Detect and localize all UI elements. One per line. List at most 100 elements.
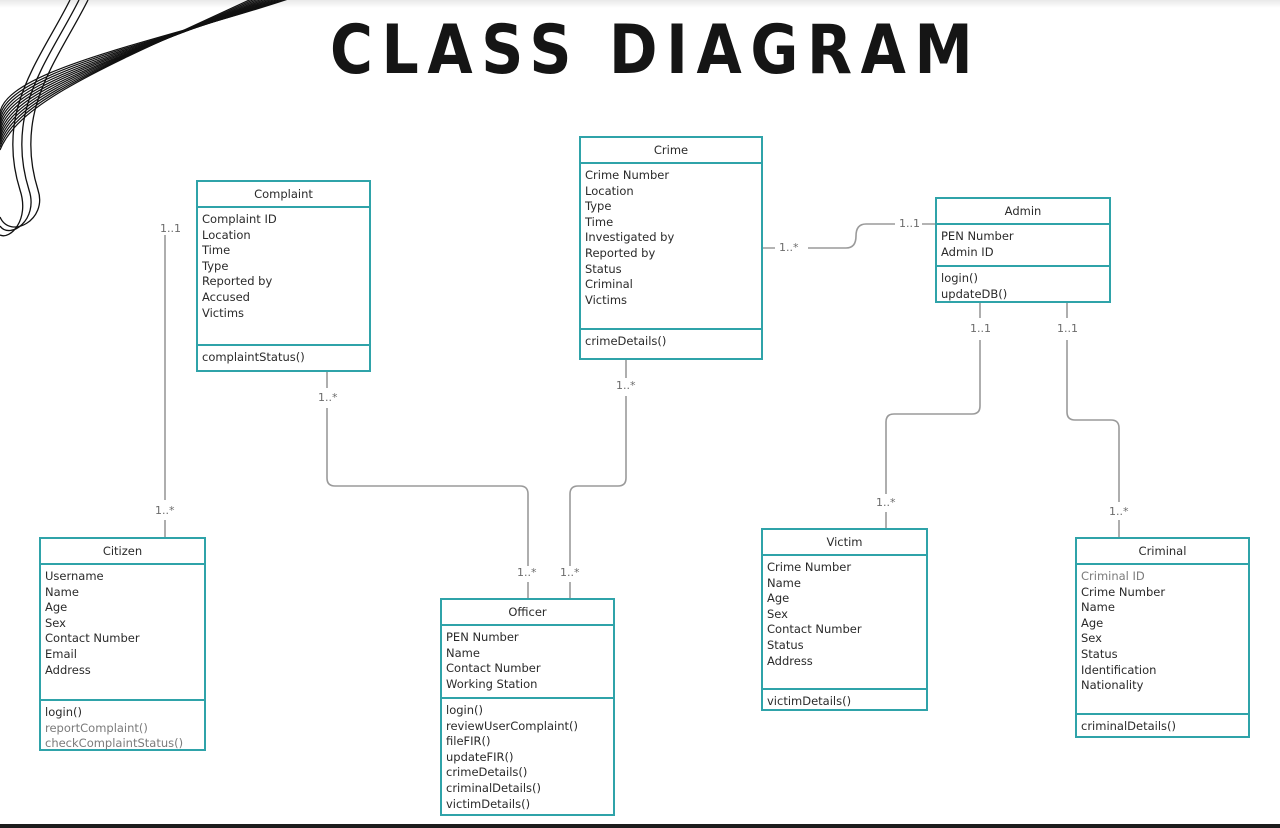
attribute: Location: [202, 227, 251, 242]
class-citizen: Citizen Username Name Age Sex Contact Nu…: [39, 537, 206, 751]
class-victim: Victim Crime Number Name Age Sex Contact…: [761, 528, 928, 711]
operation: updateDB(): [941, 286, 1008, 301]
class-attributes: PEN Number Admin ID: [937, 225, 1109, 265]
attribute: Time: [202, 243, 231, 258]
swirl-stroke: [0, 0, 268, 137]
association-complaint-officer: [326, 370, 529, 598]
multiplicity-label: 1..1: [968, 322, 993, 335]
class-attributes: Crime Number Location Type Time Investig…: [581, 164, 761, 328]
attribute: Name: [1081, 600, 1115, 615]
multiplicity-label: 1..1: [897, 217, 922, 230]
class-name: Officer: [442, 600, 613, 626]
attribute: PEN Number: [941, 229, 1014, 243]
class-attributes: Username Name Age Sex Contact Number Ema…: [41, 565, 204, 699]
attribute: Reported by: [585, 245, 656, 260]
class-operations: login() reportComplaint() checkComplaint…: [41, 699, 204, 752]
multiplicity-label: 1..*: [153, 504, 177, 517]
operation: victimDetails(): [446, 796, 531, 811]
attribute: Accused: [202, 289, 250, 304]
class-complaint: Complaint Complaint ID Location Time Typ…: [196, 180, 371, 372]
swirl-stroke: [0, 0, 255, 148]
attribute: Type: [202, 258, 229, 273]
class-name: Crime: [581, 138, 761, 164]
attribute: Crime Number: [767, 560, 852, 574]
class-name: Victim: [763, 530, 926, 556]
attribute: Sex: [45, 615, 66, 630]
attribute: Email: [45, 646, 77, 661]
attribute: Name: [45, 584, 79, 599]
class-operations: victimDetails(): [763, 688, 926, 710]
swirl-stroke: [0, 0, 258, 145]
operation: login(): [45, 705, 82, 719]
class-operations: crimeDetails(): [581, 328, 761, 350]
attribute: Identification: [1081, 662, 1157, 677]
attribute: Location: [585, 183, 634, 198]
swirl-stroke: [0, 0, 271, 134]
swirl-stroke: [0, 0, 261, 142]
association-admin-victim: [885, 302, 981, 528]
attribute: Contact Number: [767, 622, 862, 637]
class-officer: Officer PEN Number Name Contact Number W…: [440, 598, 615, 816]
attribute: Criminal: [585, 277, 633, 292]
attribute: Complaint ID: [202, 212, 277, 226]
class-name: Criminal: [1077, 539, 1248, 565]
class-admin: Admin PEN Number Admin ID login() update…: [935, 197, 1111, 303]
attribute: Address: [45, 662, 91, 677]
swirl-stroke: [0, 0, 278, 129]
attribute: Username: [45, 569, 104, 583]
swirl-stroke: [0, 0, 251, 151]
attribute: Age: [45, 600, 68, 615]
class-operations: criminalDetails(): [1077, 713, 1248, 735]
attribute: Admin ID: [941, 244, 994, 259]
attribute: Address: [767, 653, 813, 668]
operation: reviewUserComplaint(): [446, 718, 579, 733]
class-attributes: Criminal ID Crime Number Name Age Sex St…: [1077, 565, 1248, 713]
multiplicity-label: 1..*: [874, 496, 898, 509]
decorative-swirl: [0, 0, 287, 237]
association-crime-officer: [569, 360, 627, 598]
operation: criminalDetails(): [446, 780, 542, 795]
operation: crimeDetails(): [446, 765, 528, 780]
class-name: Admin: [937, 199, 1109, 225]
multiplicity-label: 1..1: [158, 222, 183, 235]
class-operations: login() reviewUserComplaint() fileFIR() …: [442, 697, 613, 812]
multiplicity-label: 1..*: [316, 391, 340, 404]
attribute: Status: [1081, 646, 1118, 661]
attribute: Sex: [767, 606, 788, 621]
operation: login(): [446, 703, 483, 717]
class-operations: login() updateDB(): [937, 265, 1109, 302]
attribute: Time: [585, 214, 614, 229]
attribute: Investigated by: [585, 230, 675, 245]
attribute: Name: [446, 645, 480, 660]
swirl-stroke: [0, 0, 275, 131]
attribute: Nationality: [1081, 678, 1144, 693]
attribute: Criminal ID: [1081, 569, 1145, 583]
operation: crimeDetails(): [585, 334, 667, 348]
class-crime: Crime Crime Number Location Type Time In…: [579, 136, 763, 360]
multiplicity-label: 1..*: [777, 241, 801, 254]
attribute: Crime Number: [1081, 584, 1166, 599]
multiplicity-label: 1..*: [515, 566, 539, 579]
multiplicity-label: 1..*: [558, 566, 582, 579]
attribute: Victims: [585, 292, 628, 307]
top-edge-shadow: [0, 0, 1280, 8]
attribute: Name: [767, 575, 801, 590]
class-criminal: Criminal Criminal ID Crime Number Name A…: [1075, 537, 1250, 738]
multiplicity-label: 1..*: [614, 379, 638, 392]
operation: criminalDetails(): [1081, 719, 1177, 733]
attribute: Type: [585, 199, 612, 214]
attribute: Contact Number: [446, 661, 541, 676]
association-admin-criminal: [1066, 302, 1120, 537]
class-attributes: Complaint ID Location Time Type Reported…: [198, 208, 369, 344]
attribute: Reported by: [202, 274, 273, 289]
class-attributes: Crime Number Name Age Sex Contact Number…: [763, 556, 926, 688]
multiplicity-label: 1..*: [1107, 505, 1131, 518]
swirl-loop: [0, 0, 89, 228]
attribute: Status: [767, 637, 804, 652]
attribute: Working Station: [446, 676, 538, 691]
multiplicity-label: 1..1: [1055, 322, 1080, 335]
attribute: Status: [585, 261, 622, 276]
swirl-loop: [0, 0, 80, 232]
class-name: Complaint: [198, 182, 369, 208]
